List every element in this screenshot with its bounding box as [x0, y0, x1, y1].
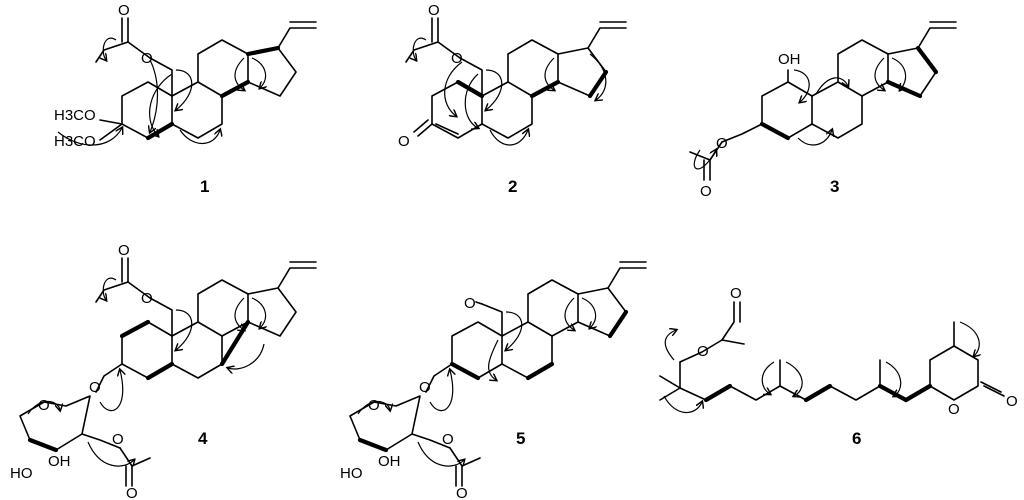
- skeleton-bonds: [659, 301, 1005, 401]
- label-ring-o: O: [38, 397, 50, 414]
- label-sugar-carbonyl-o: O: [126, 485, 138, 500]
- label-hydroxyl: OH: [778, 51, 801, 68]
- label-sugar-ester-o: O: [112, 431, 124, 448]
- skeleton-bonds: [689, 21, 957, 181]
- label-lactone-carbonyl-o: O: [1006, 393, 1018, 410]
- label-ester-o: O: [451, 50, 463, 67]
- correlation-arrows: [357, 297, 596, 466]
- label-ester-o: O: [716, 135, 728, 152]
- label-ring-o: O: [368, 397, 380, 414]
- bold-bonds: [27, 319, 251, 453]
- label-carbonyl-o: O: [118, 2, 130, 19]
- skeleton-bonds: [95, 17, 317, 141]
- label-ester-o: O: [141, 290, 153, 307]
- structure-compound-3: OH O O 3: [689, 21, 957, 200]
- correlation-arrows: [663, 321, 979, 414]
- compound-number: 4: [198, 429, 208, 448]
- label-sugar-hydroxyl: OH: [48, 453, 71, 470]
- label-sugar-carbonyl-o: O: [456, 485, 468, 500]
- label-carbonyl-o: O: [700, 183, 712, 200]
- structure-compound-1: O O H3CO H3CO 1: [54, 2, 317, 196]
- label-sugar-hydroxyl-2: HO: [340, 465, 363, 482]
- atom-labels: O O O O O O OH HO: [10, 242, 153, 500]
- label-glycosidic-o: O: [89, 379, 101, 396]
- label-sugar-hydroxyl-2: HO: [10, 465, 33, 482]
- atom-labels: O O H3CO H3CO: [54, 2, 153, 150]
- correlation-arrows: [413, 37, 607, 146]
- label-ketone-o: O: [398, 133, 410, 150]
- label-lactone-ring-o: O: [948, 401, 960, 418]
- label-methoxy-2: H3CO: [54, 133, 96, 150]
- correlation-arrows: [27, 277, 266, 466]
- label-carbonyl-o: O: [730, 285, 742, 302]
- label-ester-o: O: [697, 343, 709, 360]
- structure-compound-4: O O O O O O OH HO 4: [10, 242, 317, 500]
- label-ester-o: O: [141, 50, 153, 67]
- label-aldehyde-o: O: [464, 295, 476, 312]
- label-carbonyl-o: O: [428, 2, 440, 19]
- correlation-arrows: [693, 57, 905, 170]
- label-methoxy-1: H3CO: [54, 107, 96, 124]
- atom-labels: O O O O: [697, 285, 1018, 418]
- label-glycosidic-o: O: [419, 379, 431, 396]
- label-sugar-ester-o: O: [442, 431, 454, 448]
- bold-bonds: [703, 383, 933, 403]
- correlation-arrows: [57, 37, 266, 146]
- compound-number: 1: [200, 177, 209, 196]
- skeleton-bonds: [405, 17, 627, 139]
- bold-bonds: [357, 309, 629, 453]
- structure-compound-2: O O O 2: [398, 2, 627, 196]
- structure-compound-6: O O O O 6: [659, 285, 1018, 448]
- compound-number: 6: [852, 429, 861, 448]
- structure-compound-5: O O O O OH HO O 5: [340, 261, 647, 500]
- compound-number: 5: [516, 429, 525, 448]
- atom-labels: OH O O: [700, 51, 801, 200]
- atom-labels: O O O: [398, 2, 463, 150]
- atom-labels: O O O O OH HO O: [340, 295, 476, 500]
- label-carbonyl-o: O: [118, 242, 130, 259]
- compound-number: 3: [830, 177, 839, 196]
- bold-bonds: [455, 69, 609, 99]
- compound-number: 2: [508, 177, 517, 196]
- skeleton-bonds: [19, 257, 317, 487]
- label-sugar-hydroxyl: OH: [378, 453, 401, 470]
